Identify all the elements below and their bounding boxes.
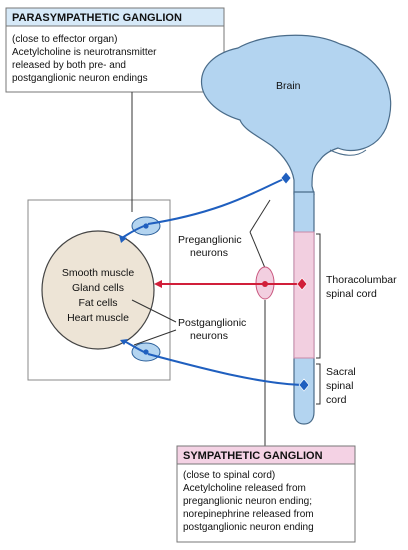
postganglionic-label: neurons [190,330,228,342]
sacral-label: spinal [326,380,353,392]
cell-body-icon [298,378,310,392]
postganglionic-label: Postganglionic [178,317,246,329]
sympathetic-box: SYMPATHETIC GANGLION (close to spinal co… [176,445,356,543]
leader-lines [131,92,271,446]
thoracolumbar-label: Thoracolumbar [326,274,397,286]
parasympathetic-line: released by both pre- and [12,60,126,71]
effector-organ [41,230,155,350]
thoracolumbar-label: spinal cord [326,288,377,300]
central-nervous-system [201,34,392,425]
sacral-bracket [316,363,321,405]
parasympathetic-line: (close to effector organ) [12,34,117,45]
cell-body-icon [296,277,308,291]
effector-label: Gland cells [72,282,124,294]
cranial-preganglionic-neuron [147,177,287,225]
sympathetic-line: (close to spinal cord) [183,470,275,481]
effector-label: Heart muscle [67,312,129,324]
arrow-icon [120,339,128,345]
sympathetic-line: norepinephrine released from [183,509,314,520]
sympathetic-line: Acetylcholine released from [183,483,306,494]
synapse-icon [143,349,149,355]
arrow-icon [154,280,162,288]
sacral-label: cord [326,394,347,406]
cell-body-icon [280,171,292,185]
effector-box [27,199,171,381]
synapse-icon [262,281,268,287]
thoracolumbar-bracket [316,233,321,359]
sacral-preganglionic-neuron [147,353,305,386]
synapse-icon [143,223,149,229]
parasympathetic-box: PARASYMPATHETIC GANGLION (close to effec… [5,7,225,93]
preganglionic-label: Preganglionic [178,234,242,246]
brain-label: Brain [276,80,301,92]
parasympathetic-title: PARASYMPATHETIC GANGLION [12,12,182,24]
thoracolumbar-segment [293,231,315,359]
sympathetic-line: preganglionic neuron ending; [183,496,312,507]
parasympathetic-header [5,7,225,27]
parasympathetic-line: postganglionic neuron endings [12,73,148,84]
sacral-label: Sacral [326,366,356,378]
effector-label: Fat cells [78,297,117,309]
sympathetic-header [176,445,356,465]
sympathetic-title: SYMPATHETIC GANGLION [183,450,323,462]
brain [201,34,392,195]
sympathetic-line: postganglionic neuron ending [183,522,314,533]
parasympathetic-line: Acetylcholine is neurotransmitter [12,47,157,58]
arrow-icon [119,235,127,243]
preganglionic-label: neurons [190,247,228,259]
effector-label: Smooth muscle [62,267,135,279]
